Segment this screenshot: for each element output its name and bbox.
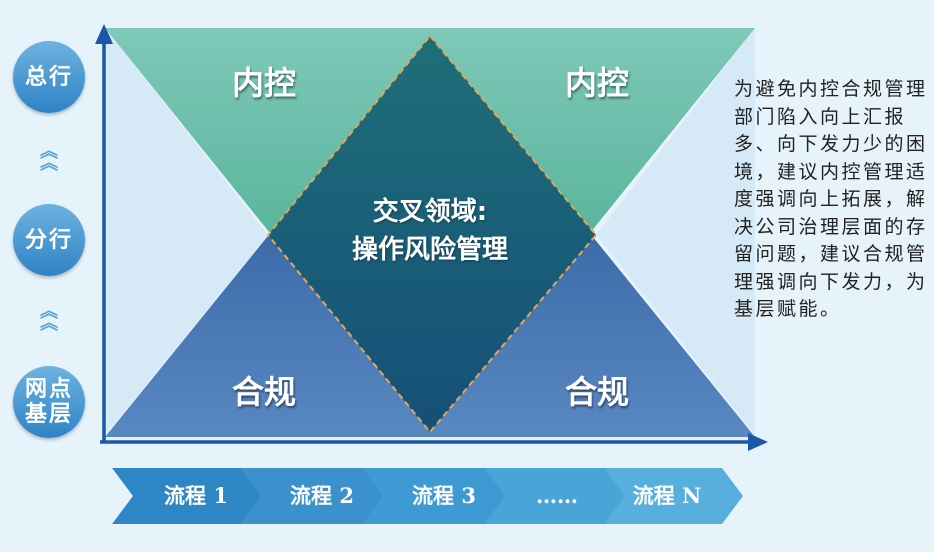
recommendation-text: 为避免内控合规管理部门陷入向上汇报多、向下发力少的困境，建议内控管理适度强调向上…	[734, 78, 928, 320]
process-step-n-label: 流程 N	[632, 483, 702, 508]
process-step-3-shape	[362, 468, 510, 524]
process-step-1-label: 流程 1	[164, 483, 228, 508]
cross-area-title: 交叉领域:	[372, 197, 488, 227]
level-head-office: 总行	[13, 41, 85, 113]
cross-area-label: 交叉领域: 操作风险管理	[290, 193, 570, 269]
level-branch: 分行	[13, 204, 85, 276]
level-grassroots: 网点基层	[13, 366, 85, 438]
horizontal-axis-arrow	[748, 433, 768, 451]
compliance-label-left: 合规	[232, 373, 297, 411]
bg-left-triangle	[105, 28, 268, 435]
process-step-ellipsis-label: ……	[536, 483, 578, 508]
process-step-2-label: 流程 2	[290, 483, 354, 508]
compliance-label-right: 合规	[565, 373, 630, 411]
bg-right-triangle	[596, 28, 755, 435]
cross-area-border	[266, 34, 598, 434]
level-branch-label: 分行	[25, 226, 74, 253]
internal-control-label-right: 内控	[565, 64, 630, 102]
process-step-4-shape	[484, 468, 630, 524]
process-step-1-shape	[112, 468, 266, 524]
chevron-up-icon: ︽︽	[40, 141, 58, 174]
internal-control-label-left: 内控	[232, 64, 297, 102]
chevron-up-icon: ︽︽	[40, 301, 58, 334]
level-grassroots-label: 网点基层	[25, 376, 74, 427]
process-step-2-shape	[240, 468, 387, 524]
process-step-5-shape	[604, 468, 743, 524]
level-head-office-label: 总行	[25, 63, 74, 90]
process-step-3-label: 流程 3	[412, 483, 476, 508]
cross-area-subtitle: 操作风险管理	[351, 235, 508, 265]
vertical-axis-arrow	[95, 24, 113, 44]
